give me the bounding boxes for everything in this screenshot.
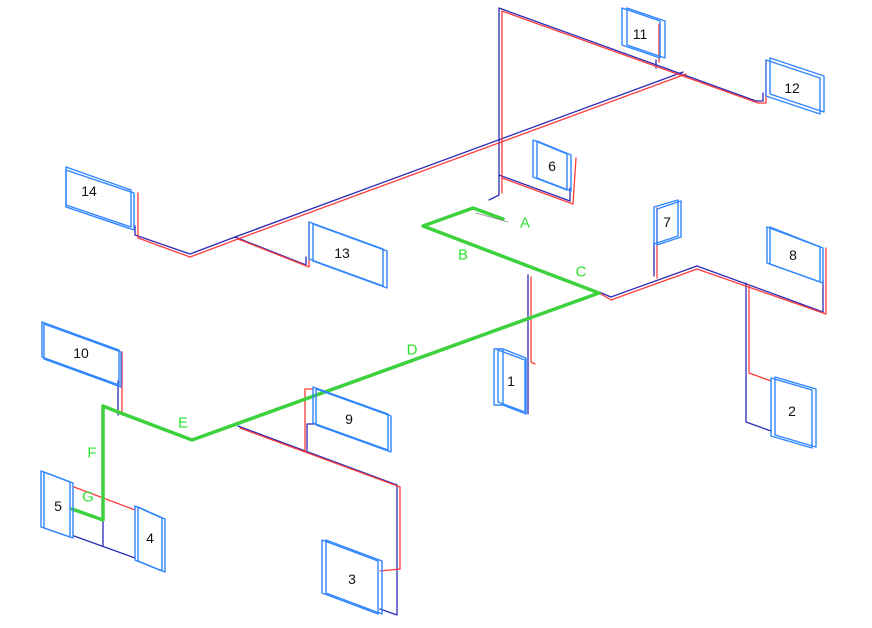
supply-pipes bbox=[73, 10, 827, 572]
radiator-label-8: 8 bbox=[789, 247, 797, 263]
radiator-5 bbox=[40, 470, 74, 539]
radiator-label-3: 3 bbox=[348, 571, 356, 587]
radiator-6 bbox=[532, 139, 572, 192]
radiator-3 bbox=[321, 539, 383, 615]
radiator-10 bbox=[41, 321, 122, 388]
radiator-11 bbox=[621, 7, 666, 59]
radiator-label-1: 1 bbox=[507, 373, 515, 389]
radiator-8 bbox=[766, 226, 824, 284]
radiator-label-2: 2 bbox=[788, 403, 796, 419]
radiator-label-10: 10 bbox=[73, 345, 89, 361]
radiator-label-12: 12 bbox=[784, 80, 800, 96]
highlighted-circuit bbox=[70, 206, 601, 522]
radiator-label-9: 9 bbox=[345, 411, 353, 427]
radiator-12 bbox=[765, 57, 825, 115]
radiator-7 bbox=[653, 199, 682, 246]
radiator-14 bbox=[65, 166, 135, 231]
segment-label-g: G bbox=[82, 488, 94, 506]
segment-label-a: A bbox=[519, 214, 531, 232]
radiator-1 bbox=[493, 348, 527, 415]
radiator-label-4: 4 bbox=[146, 530, 154, 546]
segment-label-d: D bbox=[406, 341, 418, 359]
radiator-2 bbox=[770, 376, 817, 449]
radiator-label-11: 11 bbox=[632, 26, 648, 42]
return-pipes bbox=[73, 7, 824, 616]
radiator-label-5: 5 bbox=[54, 498, 62, 514]
segment-label-f: F bbox=[87, 444, 97, 462]
segment-label-b: B bbox=[457, 246, 469, 264]
radiator-4 bbox=[134, 505, 166, 573]
radiator-label-14: 14 bbox=[81, 183, 97, 199]
radiators bbox=[40, 7, 825, 615]
radiator-label-13: 13 bbox=[334, 245, 350, 261]
radiator-13 bbox=[308, 221, 388, 289]
segment-label-c: C bbox=[575, 263, 587, 281]
radiator-label-6: 6 bbox=[548, 158, 556, 174]
segment-label-e: E bbox=[177, 414, 189, 432]
radiator-9 bbox=[312, 386, 392, 453]
radiator-label-7: 7 bbox=[663, 214, 671, 230]
